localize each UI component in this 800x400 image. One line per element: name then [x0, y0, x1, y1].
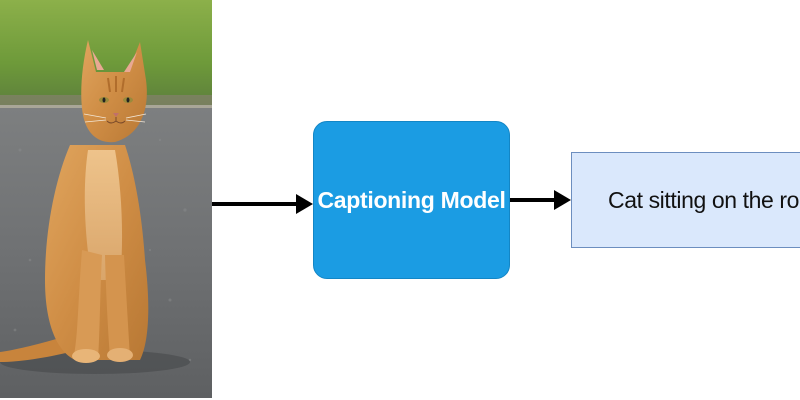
output-caption-box: Cat sitting on the road — [571, 152, 800, 248]
cat-photo — [0, 0, 212, 398]
captioning-model-label: Captioning Model — [317, 186, 506, 213]
captioning-model-box: Captioning Model — [313, 121, 510, 279]
arrow-input-to-model — [212, 194, 313, 214]
arrow-model-to-output — [510, 190, 571, 210]
output-caption-label: Cat sitting on the road — [608, 186, 800, 213]
cat-photo-illustration — [0, 0, 212, 398]
